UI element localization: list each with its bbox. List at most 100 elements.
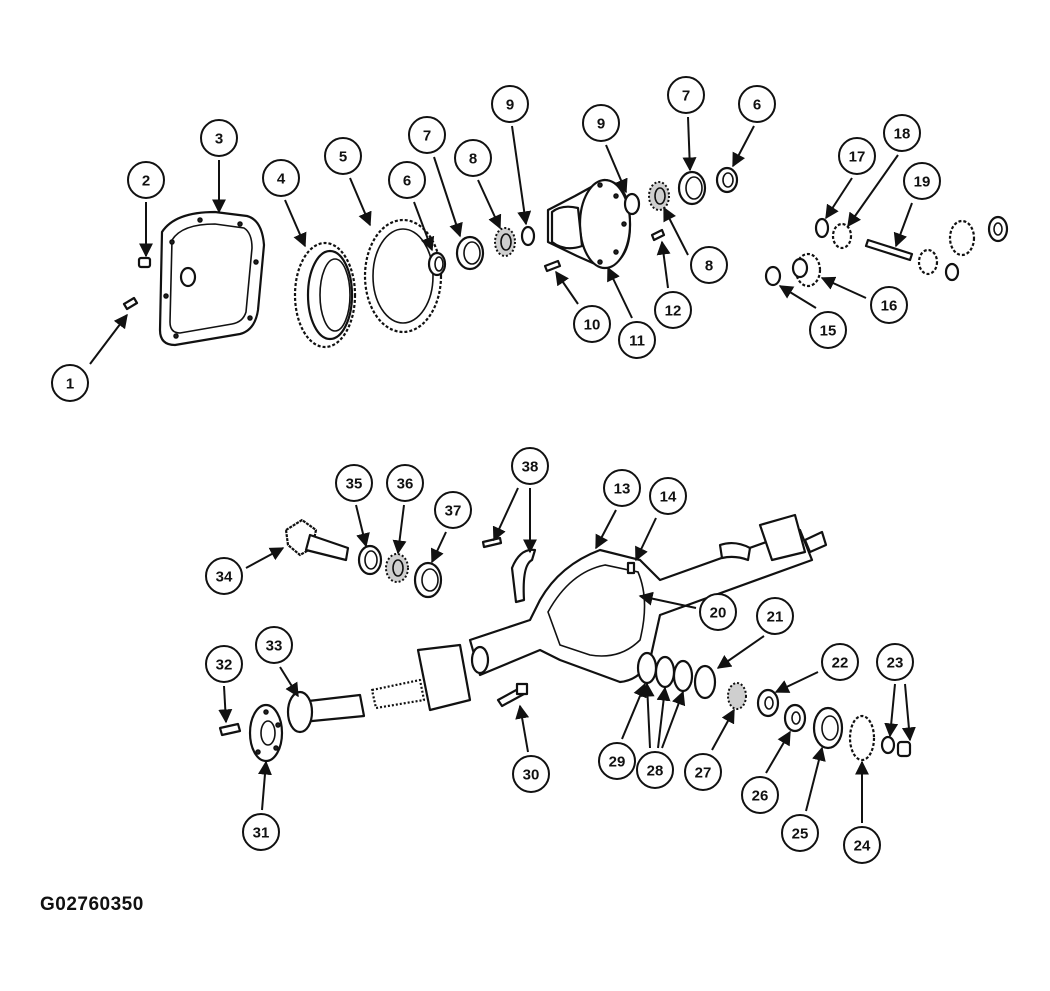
callout-17: 17 [838, 137, 876, 175]
callout-6: 6 [388, 161, 426, 199]
leader-arrow-11 [607, 266, 633, 319]
callout-circle [636, 751, 674, 789]
callout-circle [200, 119, 238, 157]
callout-36: 36 [386, 464, 424, 502]
side-gear-right [917, 219, 976, 282]
axle-bearing-set [636, 651, 717, 700]
thrust-washer-left [764, 265, 782, 287]
bearing-cone-right [677, 170, 707, 206]
pinion-gear-washer [814, 217, 830, 239]
fill-plug [137, 256, 152, 269]
callout-13: 13 [603, 469, 641, 507]
callout-number: 22 [832, 655, 849, 672]
callout-30: 30 [512, 755, 550, 793]
pinion-shim [357, 544, 383, 576]
leader-arrow-26 [765, 730, 791, 774]
callout-18: 18 [883, 114, 921, 152]
callout-number: 1 [66, 376, 74, 393]
exciter-ring [363, 218, 443, 334]
leader-arrow-13 [595, 509, 617, 550]
callout-circle [512, 755, 550, 793]
callout-28: 28 [636, 751, 674, 789]
callout-circle [756, 597, 794, 635]
leader-arrow-29 [621, 682, 647, 740]
callout-circle [255, 626, 293, 664]
callout-circle [51, 364, 89, 402]
leader-arrow-20 [638, 591, 697, 609]
callout-circle [876, 643, 914, 681]
callout-circle [654, 291, 692, 329]
vent-fitting [626, 561, 636, 575]
wheel-flange [248, 703, 284, 763]
callout-circle [838, 137, 876, 175]
leader-arrow-28 [656, 686, 671, 749]
callout-circle [603, 469, 641, 507]
callout-circle [883, 114, 921, 152]
retainer-washer [756, 688, 780, 718]
callout-circle [843, 826, 881, 864]
callout-circle [511, 447, 549, 485]
callout-37: 37 [434, 491, 472, 529]
leader-arrow-5 [349, 177, 372, 227]
leader-arrow-12 [656, 240, 671, 289]
leader-arrow-21 [716, 635, 765, 669]
callout-number: 7 [423, 128, 431, 145]
callout-number: 10 [584, 317, 601, 334]
callout-7: 7 [667, 76, 705, 114]
callout-8: 8 [454, 139, 492, 177]
callout-number: 14 [660, 489, 677, 506]
leader-arrow-34 [245, 547, 285, 569]
leader-arrow-33 [279, 666, 299, 698]
callout-number: 11 [629, 333, 645, 350]
leader-arrow-27 [711, 708, 735, 751]
callout-circle [684, 753, 722, 791]
callout-number: 33 [266, 638, 283, 655]
axle-shaft [286, 690, 366, 734]
leader-arrow-31 [257, 760, 272, 811]
callout-23: 23 [876, 643, 914, 681]
leader-arrow-7 [433, 156, 463, 238]
leader-arrow-9 [605, 144, 628, 194]
callout-number: 35 [346, 476, 363, 493]
leader-arrow-32 [218, 685, 233, 724]
callout-number: 6 [403, 173, 411, 190]
leader-arrow-17 [825, 177, 853, 220]
figure-id: G02760350 [40, 894, 144, 915]
leader-arrow-7 [682, 116, 697, 172]
leader-lines [89, 116, 916, 823]
hub-seal [812, 706, 844, 750]
leader-arrow-8 [477, 179, 502, 230]
callout-25: 25 [781, 814, 819, 852]
callout-35: 35 [335, 464, 373, 502]
callout-circle [741, 776, 779, 814]
pinion-gear [284, 518, 350, 562]
thrust-washer-right [987, 215, 1009, 243]
callout-33: 33 [255, 626, 293, 664]
callout-5: 5 [324, 137, 362, 175]
callout-32: 32 [205, 645, 243, 683]
housing-bolt [496, 682, 529, 708]
leader-arrow-6 [413, 201, 435, 252]
hub-flange-right [848, 714, 912, 762]
callout-number: 24 [854, 838, 871, 855]
callout-number: 16 [881, 298, 898, 315]
callout-2: 2 [127, 161, 165, 199]
callout-number: 3 [215, 131, 223, 148]
callout-number: 19 [914, 174, 931, 191]
callout-circle [408, 116, 446, 154]
bearing-cone-left [455, 235, 485, 271]
lock-pin [650, 228, 666, 242]
leader-arrow-6 [732, 125, 755, 168]
callout-15: 15 [809, 311, 847, 349]
callout-circle [573, 305, 611, 343]
callout-number: 9 [597, 116, 605, 133]
leader-arrow-14 [635, 517, 657, 562]
callout-number: 2 [142, 173, 150, 190]
pinion-bearing-cup [413, 561, 443, 599]
callout-circle [454, 139, 492, 177]
callout-circle [324, 137, 362, 175]
callout-number: 8 [469, 151, 477, 168]
leader-arrow-38 [492, 487, 519, 542]
